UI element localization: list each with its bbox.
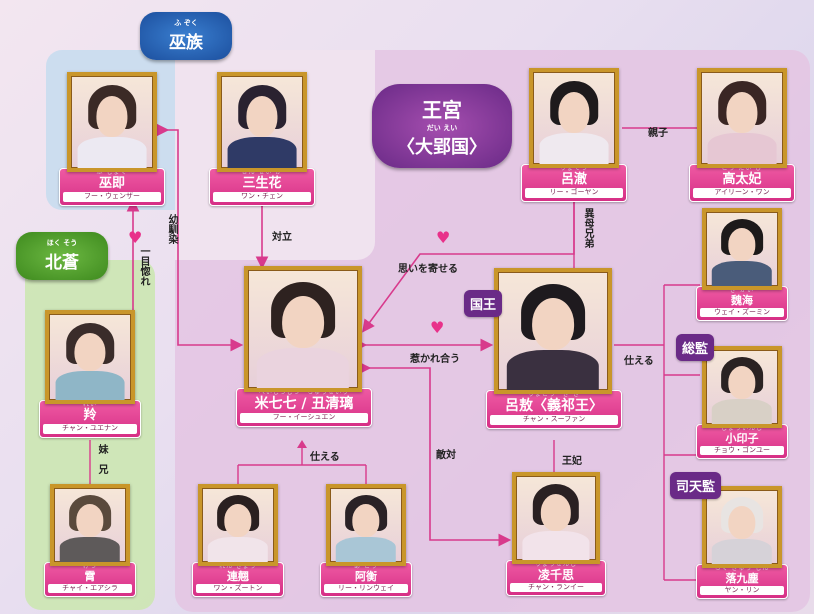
name-label: りょてつ 呂澈 リー・ゴーヤン: [521, 164, 627, 202]
relation-half-brother: 異母兄弟: [582, 208, 593, 248]
heart-icon: ♥: [436, 228, 451, 247]
portrait-frame: [494, 268, 612, 394]
portrait-heng: [330, 488, 402, 562]
line-childhood-friend: [156, 123, 244, 352]
relation-consort: 王妃: [562, 456, 582, 467]
character-xiaoyinzi[interactable]: しょういんし 小印子 チョウ・ゴンユー: [696, 346, 788, 460]
character-gaotaifei[interactable]: こう たい ひ 高太妃 アイリーン・ワン: [688, 68, 796, 202]
portrait-frame: [244, 266, 362, 392]
name-label: ぎ かい 魏海 ウェイ・ズーミン: [696, 286, 788, 322]
king-tag: 国王: [464, 290, 503, 317]
character-xiao[interactable]: けつ 霄 チャイ・エアシラ: [44, 484, 136, 598]
beicang-badge: ほく そう 北蒼: [16, 232, 108, 280]
portrait-frame: [702, 486, 782, 568]
portrait-frame: [529, 68, 619, 168]
line-serve-left: [237, 445, 367, 484]
relation-rivalry: 対立: [272, 232, 292, 243]
heart-icon: ♥: [128, 228, 143, 247]
portrait-lianqiao: [202, 488, 274, 562]
heart-icon: ♥: [430, 318, 445, 337]
name-label: れい 羚 チャン・ユエナン: [39, 400, 141, 438]
character-weihai[interactable]: ぎ かい 魏海 ウェイ・ズーミン: [696, 208, 788, 322]
portrait-luojiuchen: [706, 490, 778, 564]
portrait-frame: [702, 208, 782, 290]
portrait-lvao: [498, 272, 608, 390]
portrait-xiaoyinzi: [706, 350, 778, 424]
relation-serve-left: 仕える: [310, 452, 340, 463]
character-lianqiao[interactable]: れん ぎょう 連翹 ワン・ズートン: [192, 484, 284, 598]
portrait-frame: [45, 310, 135, 404]
palace-badge: 王宮 だい えい 〈大郢国〉: [372, 84, 512, 168]
name-label: しょういんし 小印子 チョウ・ゴンユー: [696, 424, 788, 460]
portrait-frame: [326, 484, 406, 566]
supervisor-tag: 総監: [676, 334, 715, 361]
name-label: べいしつしつ ちゅうせいり 米七七 / 丑清璃 フー・イーシュエン: [236, 388, 372, 427]
character-luojiuchen[interactable]: らく きゅう じん 落九塵 ヤン・リン: [696, 486, 788, 600]
character-lvao[interactable]: りょごう ぎ き 呂敖〈義祁王〉 チャン・スーファン: [486, 268, 622, 429]
astronomer-tag: 司天監: [670, 472, 722, 499]
portrait-frame: [67, 72, 157, 172]
portrait-frame: [217, 72, 307, 172]
line-hostility: [358, 361, 512, 547]
wuzu-badge: ふ ぞく 巫族: [140, 12, 232, 60]
relation-hostility: 敵対: [436, 450, 456, 461]
relation-childhood-friend: 幼馴染: [166, 214, 177, 244]
portrait-frame: [702, 346, 782, 428]
name-label: さん せい か 三生花 ワン・チェン: [209, 168, 315, 206]
portrait-wuji: [71, 76, 153, 168]
character-heng[interactable]: あ こう 阿衡 リー・リンウェイ: [320, 484, 412, 598]
relation-sister-brother: 妹 兄: [96, 444, 107, 474]
name-label: りょごう ぎ き 呂敖〈義祁王〉 チャン・スーファン: [486, 390, 622, 429]
relation-affection: 思いを寄せる: [398, 264, 458, 275]
portrait-xiao: [54, 488, 126, 562]
portrait-mi-qiqi: [248, 270, 358, 388]
character-mi-qiqi[interactable]: べいしつしつ ちゅうせいり 米七七 / 丑清璃 フー・イーシュエン: [236, 266, 372, 427]
line-serve-right: [614, 284, 700, 581]
relation-parent-child: 親子: [648, 128, 668, 139]
portrait-frame: [512, 472, 600, 564]
character-sanshenghua[interactable]: さん せい か 三生花 ワン・チェン: [208, 72, 316, 206]
portrait-frame: [697, 68, 787, 168]
name-label: あ こう 阿衡 リー・リンウェイ: [320, 562, 412, 598]
name-label: れん ぎょう 連翹 ワン・ズートン: [192, 562, 284, 598]
character-ling[interactable]: れい 羚 チャン・ユエナン: [38, 310, 142, 438]
relation-mutual-attraction: 惹かれ合う: [410, 354, 460, 365]
name-label: らく きゅう じん 落九塵 ヤン・リン: [696, 564, 788, 600]
character-lvche[interactable]: りょてつ 呂澈 リー・ゴーヤン: [520, 68, 628, 202]
portrait-sanshenghua: [221, 76, 303, 168]
name-label: こう たい ひ 高太妃 アイリーン・ワン: [689, 164, 795, 202]
portrait-gaotaifei: [701, 72, 783, 164]
name-label: りょうせんし 凌千思 チャン・ランイー: [506, 560, 606, 597]
name-label: けつ 霄 チャイ・エアシラ: [44, 562, 136, 598]
portrait-frame: [198, 484, 278, 566]
name-label: ふ じょく 巫即 フー・ウェンザー: [59, 168, 165, 206]
portrait-weihai: [706, 212, 778, 286]
character-wuji[interactable]: ふ じょく 巫即 フー・ウェンザー: [58, 72, 166, 206]
relation-love-first-sight: 一目惚れ: [138, 246, 149, 286]
character-lingqiansi[interactable]: りょうせんし 凌千思 チャン・ランイー: [506, 472, 606, 597]
portrait-ling: [49, 314, 131, 400]
portrait-lvche: [533, 72, 615, 164]
relation-serve-right: 仕える: [624, 356, 654, 367]
portrait-frame: [50, 484, 130, 566]
portrait-lingqiansi: [516, 476, 596, 560]
